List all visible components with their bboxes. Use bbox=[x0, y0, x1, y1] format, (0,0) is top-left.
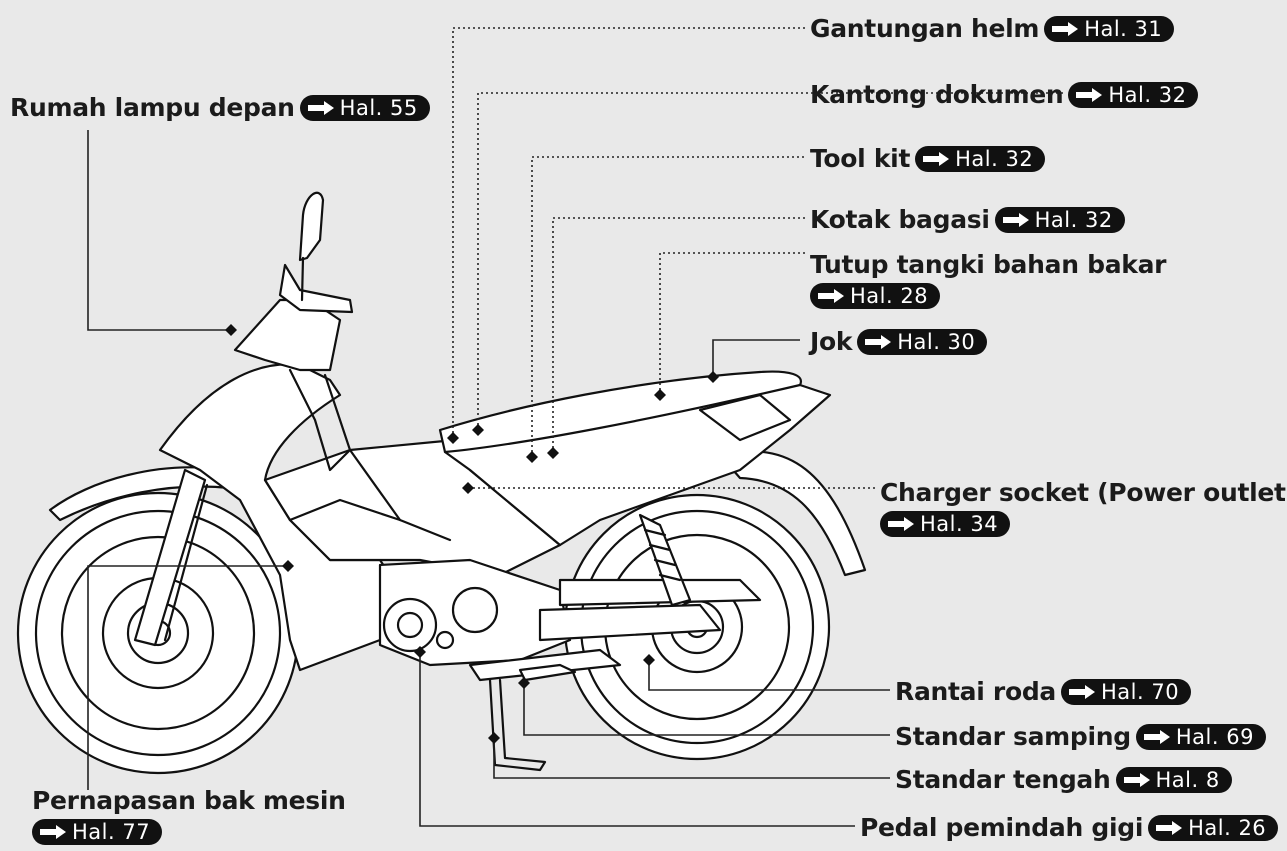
arrow-right-icon bbox=[1068, 685, 1095, 699]
page-ref-badge[interactable]: Hal. 55 bbox=[299, 95, 430, 121]
label-kotak-bagasi: Kotak bagasi Hal. 32 bbox=[810, 204, 1125, 235]
page-ref-badge[interactable]: Hal. 32 bbox=[915, 146, 1046, 172]
label-text: Pedal pemindah gigi bbox=[860, 813, 1144, 842]
leader-lines bbox=[87, 27, 1064, 827]
page-ref-text: Hal. 69 bbox=[1175, 725, 1254, 749]
page-ref-text: Hal. 8 bbox=[1155, 768, 1220, 792]
label-text: Charger socket (Power outlet) bbox=[880, 478, 1287, 507]
diamond-icon bbox=[282, 560, 294, 572]
diamond-icon bbox=[447, 432, 459, 444]
page-ref-text: Hal. 28 bbox=[850, 284, 929, 308]
page-ref-badge[interactable]: Hal. 28 bbox=[810, 283, 941, 309]
diamond-icon bbox=[518, 677, 530, 689]
label-charger-socket: Charger socket (Power outlet) Hal. 34 bbox=[880, 478, 1287, 538]
page-ref-text: Hal. 30 bbox=[897, 330, 976, 354]
arrow-right-icon bbox=[1123, 773, 1150, 787]
label-text: Pernapasan bak mesin bbox=[32, 786, 346, 815]
label-standar-samping: Standar samping Hal. 69 bbox=[895, 721, 1266, 752]
arrow-right-icon bbox=[1002, 213, 1029, 227]
leader-markers bbox=[225, 324, 719, 744]
page-ref-text: Hal. 31 bbox=[1084, 17, 1163, 41]
page-ref-text: Hal. 55 bbox=[339, 96, 418, 120]
arrow-right-icon bbox=[1143, 730, 1170, 744]
label-text: Jok bbox=[810, 327, 853, 356]
page-ref-badge[interactable]: Hal. 69 bbox=[1135, 724, 1266, 750]
label-text: Tutup tangki bahan bakar bbox=[810, 250, 1167, 279]
label-text: Standar tengah bbox=[895, 765, 1111, 794]
page-ref-badge[interactable]: Hal. 34 bbox=[880, 511, 1011, 537]
label-text: Rantai roda bbox=[895, 677, 1056, 706]
arrow-right-icon bbox=[40, 825, 66, 839]
page-ref-text: Hal. 32 bbox=[955, 147, 1034, 171]
page-ref-badge[interactable]: Hal. 31 bbox=[1044, 16, 1175, 42]
page-ref-badge[interactable]: Hal. 77 bbox=[32, 819, 163, 845]
diamond-icon bbox=[654, 389, 666, 401]
label-text: Rumah lampu depan bbox=[10, 93, 295, 122]
diamond-icon bbox=[488, 732, 500, 744]
arrow-right-icon bbox=[818, 289, 844, 303]
label-text: Standar samping bbox=[895, 722, 1131, 751]
label-text: Tool kit bbox=[810, 144, 911, 173]
diamond-icon bbox=[225, 324, 237, 336]
page-ref-badge[interactable]: Hal. 30 bbox=[857, 329, 988, 355]
arrow-right-icon bbox=[923, 152, 950, 166]
page-ref-badge[interactable]: Hal. 32 bbox=[1068, 82, 1199, 108]
diamond-icon bbox=[707, 371, 719, 383]
label-pedal-pemindah-gigi: Pedal pemindah gigi Hal. 26 bbox=[860, 812, 1279, 843]
diamond-icon bbox=[526, 451, 538, 463]
page-ref-text: Hal. 32 bbox=[1034, 208, 1113, 232]
page-ref-text: Hal. 77 bbox=[72, 820, 151, 844]
page-ref-text: Hal. 26 bbox=[1188, 816, 1267, 840]
arrow-right-icon bbox=[865, 335, 892, 349]
arrow-right-icon bbox=[1076, 88, 1103, 102]
diamond-icon bbox=[462, 482, 474, 494]
label-text: Kotak bagasi bbox=[810, 205, 990, 234]
page-ref-badge[interactable]: Hal. 32 bbox=[994, 207, 1125, 233]
label-standar-tengah: Standar tengah Hal. 8 bbox=[895, 764, 1232, 795]
label-gantungan-helm: Gantungan helm Hal. 31 bbox=[810, 13, 1175, 44]
page-ref-text: Hal. 32 bbox=[1108, 83, 1187, 107]
label-kantong-dokumen: Kantong dokumen Hal. 32 bbox=[810, 79, 1199, 110]
page-ref-text: Hal. 34 bbox=[920, 512, 999, 536]
engine bbox=[378, 558, 572, 667]
diamond-icon bbox=[643, 654, 655, 666]
arrow-right-icon bbox=[307, 101, 334, 115]
diamond-icon bbox=[547, 447, 559, 459]
page-ref-badge[interactable]: Hal. 26 bbox=[1148, 815, 1279, 841]
page-ref-badge[interactable]: Hal. 8 bbox=[1115, 767, 1232, 793]
label-text: Kantong dokumen bbox=[810, 80, 1064, 109]
label-jok: Jok Hal. 30 bbox=[810, 326, 988, 357]
label-rantai-roda: Rantai roda Hal. 70 bbox=[895, 676, 1192, 707]
diamond-icon bbox=[414, 646, 426, 658]
arrow-right-icon bbox=[888, 517, 914, 531]
arrow-right-icon bbox=[1156, 821, 1183, 835]
arrow-right-icon bbox=[1052, 22, 1079, 36]
label-text: Gantungan helm bbox=[810, 14, 1040, 43]
page-ref-badge[interactable]: Hal. 70 bbox=[1060, 679, 1192, 705]
label-rumah-lampu-depan: Rumah lampu depan Hal. 55 bbox=[10, 92, 430, 123]
page-ref-text: Hal. 70 bbox=[1100, 680, 1180, 704]
diamond-icon bbox=[472, 424, 484, 436]
motorcycle-illustration bbox=[16, 191, 867, 775]
label-tool-kit: Tool kit Hal. 32 bbox=[810, 143, 1046, 174]
